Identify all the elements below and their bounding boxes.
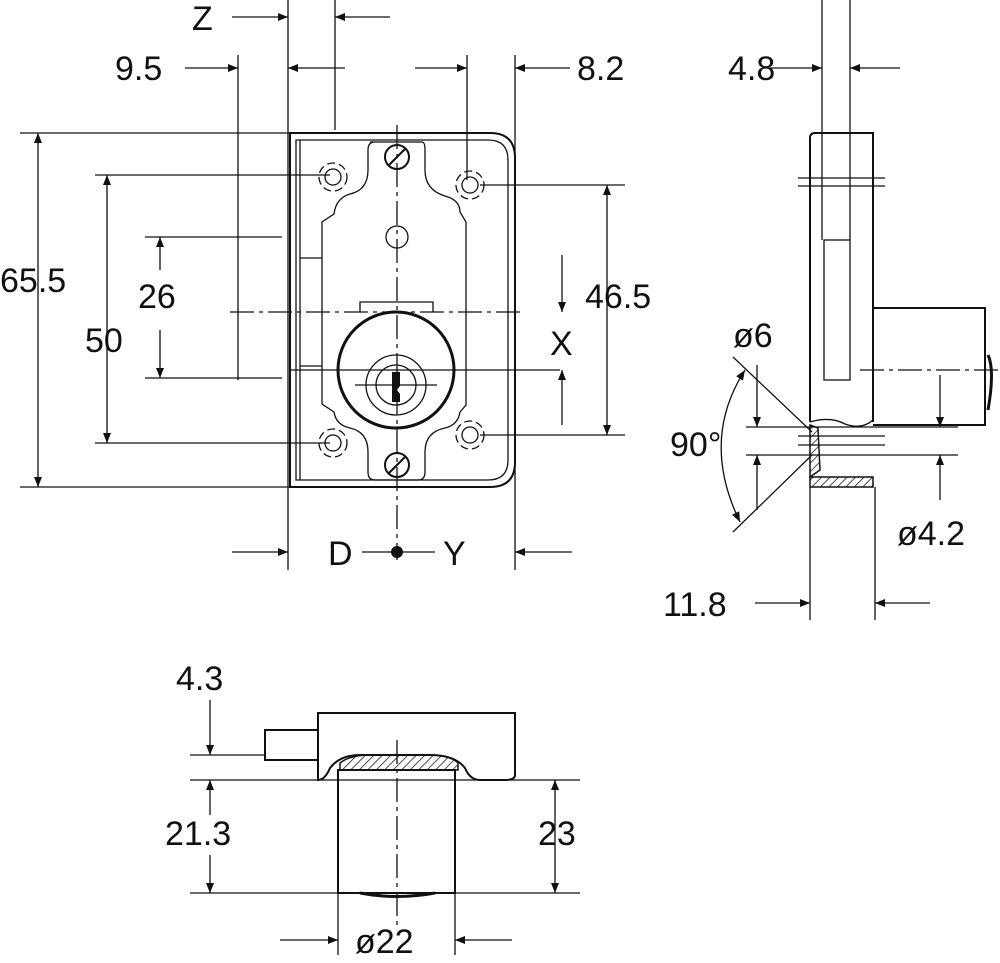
dim-diameter-4-2: ø4.2	[897, 515, 965, 553]
center-dot	[391, 546, 403, 558]
dim-4-3: 4.3	[176, 660, 223, 698]
dim-90-degrees: 90°	[670, 426, 721, 464]
side-view: 4.8 11.8 ø6 90° ø4.2	[663, 0, 1000, 624]
dim-x: X	[550, 325, 573, 363]
bottom-view: 4.3 21.3 23 ø22	[165, 660, 580, 961]
dim-9-5: 9.5	[115, 50, 162, 88]
dim-8-2: 8.2	[577, 50, 624, 88]
dim-diameter-22: ø22	[355, 923, 414, 961]
dim-y: Y	[443, 535, 466, 573]
dim-23: 23	[538, 815, 576, 853]
keyway-icon	[392, 372, 400, 402]
slot	[823, 239, 851, 381]
dim-d: D	[328, 535, 353, 573]
dim-21-3: 21.3	[165, 815, 231, 853]
dim-50: 50	[85, 322, 123, 360]
dim-46-5: 46.5	[585, 278, 651, 316]
dim-11-8: 11.8	[663, 586, 727, 624]
dim-65-5: 65.5	[0, 262, 66, 300]
front-view: Z 9.5 8.2 65.5 50 26 46.5 X D Y	[0, 0, 651, 573]
hole	[385, 225, 409, 249]
dim-4-8: 4.8	[728, 50, 775, 88]
cylinder-face	[336, 310, 456, 430]
dim-26: 26	[138, 278, 176, 316]
lock-plate-outline	[289, 132, 516, 488]
screw-icon	[384, 144, 410, 478]
dim-diameter-6: ø6	[733, 317, 773, 355]
dim-z: Z	[192, 0, 213, 38]
cylinder-side	[873, 307, 986, 426]
